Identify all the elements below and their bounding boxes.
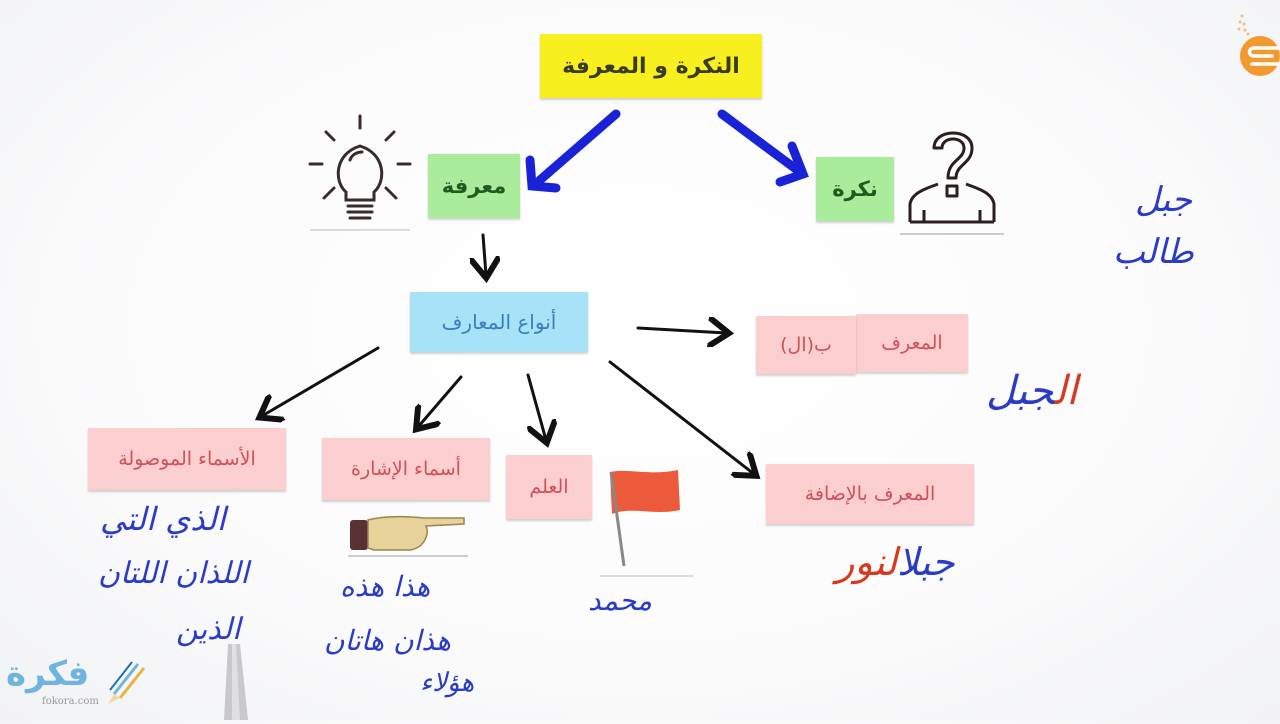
arrow-to-al bbox=[636, 328, 726, 333]
definite-label: معرفة bbox=[441, 174, 507, 198]
pointing-hand-icon bbox=[344, 508, 474, 558]
handwritten-indefinite-2: طالب bbox=[1112, 232, 1194, 272]
lightbulb-icon bbox=[306, 112, 414, 232]
handwritten-indefinite-1: جبل bbox=[1134, 180, 1192, 220]
demonstrative-example-2: هذان هاتان bbox=[324, 624, 451, 657]
types-heading: أنواع المعارف bbox=[441, 310, 557, 334]
arrow-to-relative bbox=[262, 346, 380, 416]
demonstrative-example-3: هؤلاء bbox=[420, 668, 475, 698]
idafa-label: المعرف بالإضافة bbox=[804, 483, 936, 505]
blue-arrow-to-indefinite bbox=[717, 109, 809, 187]
idafa-note: المعرف بالإضافة bbox=[766, 464, 974, 524]
demonstratives-note: أسماء الإشارة bbox=[322, 438, 490, 500]
relative-pronouns-label: الأسماء الموصولة bbox=[118, 448, 256, 470]
arrow-to-demonstrative bbox=[418, 375, 463, 427]
indefinite-label: نكرة bbox=[832, 177, 878, 201]
blue-arrow-to-definite bbox=[525, 109, 621, 193]
al-note-part1: المعرف bbox=[856, 314, 968, 372]
handwritten-idafa-example: جبلالنور bbox=[836, 540, 955, 584]
arrow-to-proper bbox=[526, 373, 546, 440]
arrow-to-idafa bbox=[608, 360, 754, 474]
relative-example-1: الذي التي bbox=[100, 500, 226, 538]
proper-noun-note: العلم bbox=[506, 455, 592, 519]
relative-pronouns-note: الأسماء الموصولة bbox=[88, 428, 286, 490]
person-question-icon bbox=[898, 118, 1006, 236]
demonstratives-label: أسماء الإشارة bbox=[351, 458, 461, 480]
proper-noun-example: محمد bbox=[588, 584, 652, 617]
al-note-part2: ب(ال) bbox=[756, 316, 856, 374]
title-text: النكرة و المعرفة bbox=[562, 53, 740, 79]
watermark: فكرة fokora.com bbox=[6, 654, 146, 714]
watermark-domain: fokora.com bbox=[42, 696, 99, 707]
handwritten-al-example: الجبل bbox=[986, 368, 1078, 414]
watermark-text: فكرة bbox=[6, 654, 90, 694]
indefinite-note: نكرة bbox=[816, 157, 894, 221]
flag-icon bbox=[598, 460, 698, 580]
al-label-part2: ب(ال) bbox=[780, 334, 832, 356]
pencil-icon bbox=[108, 661, 146, 704]
al-label-part1: المعرف bbox=[881, 332, 943, 354]
types-heading-note: أنواع المعارف bbox=[410, 292, 588, 352]
title-note: النكرة و المعرفة bbox=[540, 34, 762, 98]
relative-example-2: اللذان اللتان bbox=[98, 556, 249, 591]
arrow-to-types bbox=[483, 233, 486, 275]
brand-logo-icon bbox=[1234, 12, 1280, 78]
marker-pen bbox=[214, 640, 258, 720]
relative-example-3: الذين bbox=[176, 612, 241, 647]
definite-note: معرفة bbox=[428, 154, 520, 218]
demonstrative-example-1: هذا هذه bbox=[340, 570, 431, 603]
proper-noun-label: العلم bbox=[529, 476, 569, 498]
